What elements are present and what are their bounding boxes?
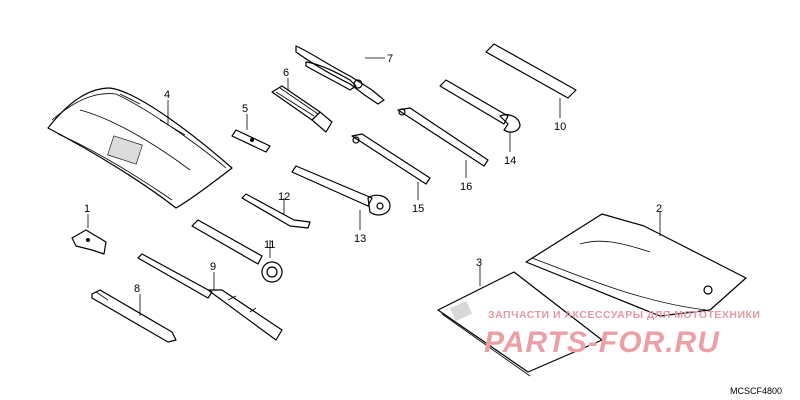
clamp-part — [71, 229, 107, 255]
tool-bag-part — [47, 87, 233, 209]
callout-15: 15 — [412, 203, 424, 215]
callout-4: 4 — [164, 89, 170, 101]
tool-pouch-part — [525, 213, 747, 317]
callout-3: 3 — [476, 257, 482, 269]
callout-10: 10 — [554, 121, 566, 133]
callout-6: 6 — [283, 67, 289, 79]
screwdriver-handle-part — [271, 85, 333, 133]
pliers-part — [295, 45, 385, 105]
callout-12: 12 — [278, 191, 290, 203]
callout-9: 9 — [210, 261, 216, 273]
watermark-logo: PARTS-FOR.RU — [484, 326, 720, 359]
callout-11: 11 — [264, 239, 275, 251]
callout-7: 7 — [387, 53, 393, 65]
callout-8: 8 — [134, 283, 140, 295]
flat-strip-part — [485, 43, 577, 99]
extension-bar-part — [91, 289, 177, 343]
open-wrench-part — [439, 79, 521, 133]
hex-key-part — [241, 193, 311, 229]
callout-14: 14 — [504, 155, 516, 167]
callout-13: 13 — [354, 233, 366, 245]
diagram-code: MCSCF4800 — [730, 386, 782, 396]
screwdriver-shaft-part — [397, 107, 489, 167]
callout-1: 1 — [84, 203, 90, 215]
owners-manual-part — [437, 271, 603, 377]
small-tool-part — [231, 129, 271, 153]
callout-2: 2 — [656, 203, 662, 215]
callout-5: 5 — [242, 103, 248, 115]
spark-plug-wrench-part — [137, 253, 283, 341]
watermark-tagline: ЗАПЧАСТИ И АКСЕССУАРЫ ДЛЯ МОТОТЕХНИКИ — [488, 309, 760, 321]
ring-spanner-part — [191, 219, 283, 283]
screwdriver-part — [351, 133, 431, 185]
box-end-wrench-part — [291, 165, 391, 216]
callout-16: 16 — [460, 181, 472, 193]
